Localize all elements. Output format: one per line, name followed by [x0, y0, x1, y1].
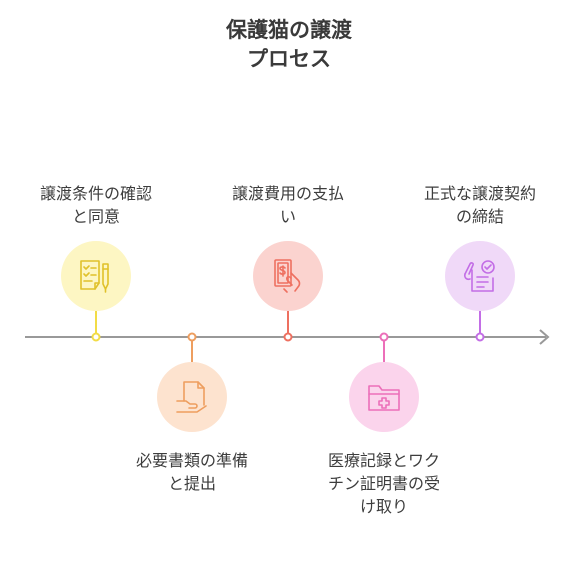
- step-5-icon-circle: [445, 241, 515, 311]
- step-4-label: 医療記録とワク チン証明書の受 け取り: [327, 451, 440, 516]
- step-3-label: 譲渡費用の支払 い: [231, 184, 344, 226]
- step-1-icon-circle: [61, 241, 131, 311]
- step-2-icon-circle: [157, 362, 227, 432]
- timeline-arrowhead: [539, 329, 550, 345]
- checklist-pencil-icon: [80, 260, 109, 293]
- step-5-label: 正式な譲渡契約 の締結: [423, 184, 536, 226]
- step-2-label: 必要書類の準備 と提出: [135, 451, 248, 493]
- timeline-dot-step-2: [187, 332, 197, 342]
- diagram-title: 保護猫の譲渡 プロセス: [0, 16, 578, 74]
- timeline-dot-step-5: [475, 332, 485, 342]
- step-3-icon-circle: [253, 241, 323, 311]
- medical-folder-icon: [368, 385, 400, 411]
- title-line-1: 保護猫の譲渡: [226, 18, 352, 42]
- title-line-2: プロセス: [247, 47, 331, 71]
- timeline-dot-step-3: [283, 332, 293, 342]
- step-4-icon-circle: [349, 362, 419, 432]
- timeline-dot-step-4: [379, 332, 389, 342]
- money-payment-icon: [274, 259, 301, 293]
- document-hand-icon: [176, 381, 207, 413]
- contract-signing-icon: [464, 260, 495, 292]
- timeline-dot-step-1: [91, 332, 101, 342]
- step-1-label: 譲渡条件の確認 と同意: [39, 184, 152, 226]
